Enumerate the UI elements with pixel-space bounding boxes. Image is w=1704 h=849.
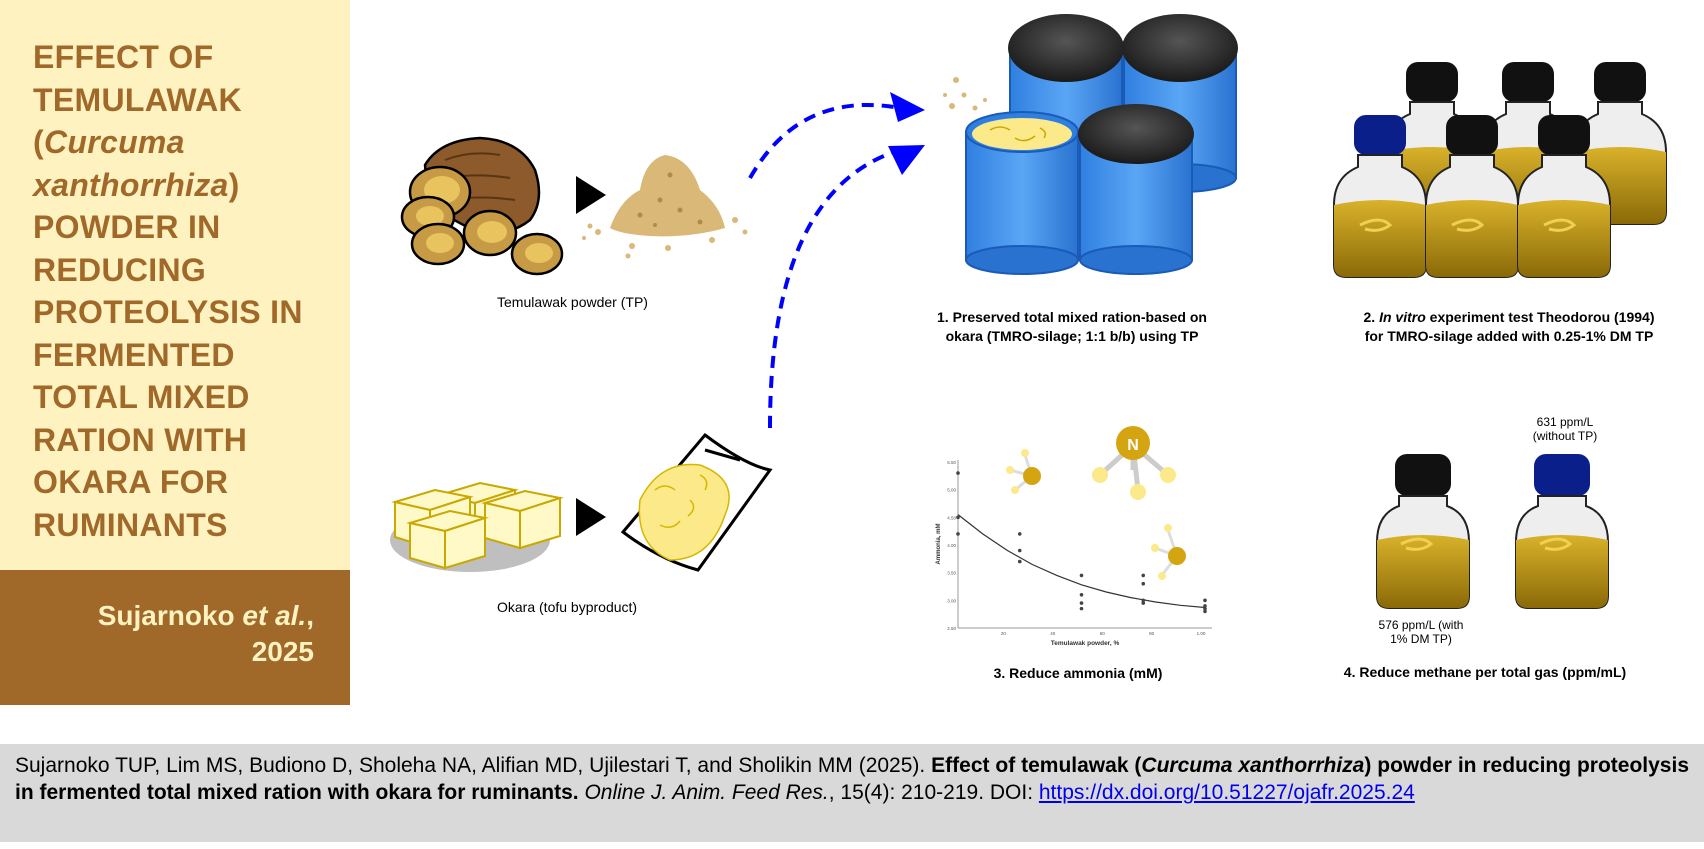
chart-point <box>1141 601 1146 605</box>
chart-trend-line <box>957 514 1206 609</box>
chart-y-tick-label: 3.50 <box>947 571 956 576</box>
flow-arrowhead-2 <box>888 145 925 175</box>
chart-x-tick-label: 40 <box>1050 631 1056 636</box>
in-vitro-bottles-icon <box>1333 62 1667 278</box>
chart-x-ticks: 20 40 60 80 1.00 <box>1001 631 1206 636</box>
chart-point <box>1079 573 1084 578</box>
chart-x-tick-label: 80 <box>1149 631 1155 636</box>
temulawak-rhizome-icon <box>400 136 564 276</box>
methane-with-tp-note: 1% DM TP) <box>1390 632 1452 646</box>
caption-step-2-italic: In vitro <box>1379 309 1426 325</box>
process-arrow-icon-2 <box>576 498 606 536</box>
title-species: Curcuma xanthorrhiza <box>33 124 229 203</box>
caption-step-2: 2. In vitro experiment test Theodorou (1… <box>1344 308 1674 346</box>
caption-step-3: 3. Reduce ammonia (mM) <box>993 665 1163 681</box>
caption-step-2-rest: experiment test Theodorou (1994) <box>1425 309 1655 325</box>
citation-title-b: ) powder in reducing proteolysis in ferm… <box>15 754 1689 804</box>
chart-point <box>1141 573 1146 578</box>
chart-point <box>956 532 960 536</box>
silage-silos-icon <box>943 14 1238 275</box>
methane-with-tp-value: 576 ppm/L (with <box>1378 618 1464 632</box>
caption-step-2-line-2: for TMRO-silage added with 0.25-1% DM TP <box>1364 328 1654 344</box>
title-text-1: EFFECT OF TEMULAWAK ( <box>33 39 242 160</box>
ammonia-molecule-icon: N <box>1092 426 1176 500</box>
caption-step-1-line-2: okara (TMRO-silage; 1:1 b/b) using TP <box>945 328 1199 344</box>
chart-point <box>1079 606 1084 611</box>
chart-points <box>956 471 1207 614</box>
chart-x-label: Temulawak powder, % <box>1051 640 1120 647</box>
chart-point <box>1017 532 1022 536</box>
citation-footer: Sujarnoko TUP, Lim MS, Budiono D, Sholeh… <box>0 744 1704 842</box>
chart-point <box>1203 606 1207 611</box>
methane-with-tp-label: 576 ppm/L (with 1% DM TP) <box>1356 618 1486 646</box>
author-box: Sujarnoko et al., 2025 <box>0 570 350 705</box>
chart-y-tick-label: 3.00 <box>947 598 956 603</box>
chart-y-tick-label: 4.00 <box>947 543 956 548</box>
chart-y-ticks: 5.50 5.00 4.50 4.00 3.50 3.00 2.50 <box>947 460 956 631</box>
author-credit: Sujarnoko et al., 2025 <box>98 598 314 670</box>
author-comma: , <box>306 600 314 631</box>
citation-journal: Online J. Anim. Feed Res. <box>584 781 829 804</box>
citation-title-italic: Curcuma xanthorrhiza <box>1141 754 1365 777</box>
citation-volume: , 15(4): 210-219. DOI: <box>828 781 1039 804</box>
methane-bottle-with-tp-icon <box>1376 454 1470 609</box>
methane-without-tp-value: 631 ppm/L <box>1536 415 1594 429</box>
caption-step-2-prefix: 2. <box>1363 309 1380 325</box>
doi-link[interactable]: https://dx.doi.org/10.51227/ojafr.2025.2… <box>1038 781 1415 804</box>
okara-label: Okara (tofu byproduct) <box>497 599 638 615</box>
chart-point <box>1079 593 1084 597</box>
citation-title-a: Effect of temulawak ( <box>931 754 1142 777</box>
methane-without-tp-note: (without TP) <box>1532 429 1598 443</box>
chart-y-label: Ammonia, mM <box>936 523 942 564</box>
okara-bag-icon <box>620 432 773 572</box>
chart-point <box>1203 598 1207 603</box>
title-text-2: ) POWDER IN REDUCING PROTEOLYSIS IN FERM… <box>33 166 303 543</box>
author-etal: et al. <box>242 600 307 631</box>
small-molecule-icon-2 <box>1151 524 1186 580</box>
powder-pile-icon <box>582 155 748 259</box>
title-panel: EFFECT OF TEMULAWAK (Curcuma xanthorrhiz… <box>0 0 350 705</box>
citation-authors: Sujarnoko TUP, Lim MS, Budiono D, Sholeh… <box>15 754 932 777</box>
caption-step-1: 1. Preserved total mixed ration-based on… <box>920 308 1224 346</box>
chart-x-tick-label: 60 <box>1100 631 1106 636</box>
chart-point <box>1203 609 1207 614</box>
title-box: EFFECT OF TEMULAWAK (Curcuma xanthorrhiz… <box>0 0 350 570</box>
chart-point <box>1079 601 1084 605</box>
methane-bottle-without-tp-icon <box>1515 454 1609 609</box>
nitrogen-label: N <box>1127 437 1139 454</box>
author-name: Sujarnoko <box>97 600 235 631</box>
caption-step-4: 4. Reduce methane per total gas (ppm/mL) <box>1343 664 1627 680</box>
chart-y-tick-label: 4.50 <box>947 515 956 520</box>
process-arrow-icon <box>576 176 606 214</box>
chart-x-tick-label: 20 <box>1001 631 1007 636</box>
chart-point <box>1141 581 1146 586</box>
flow-arrow-1 <box>748 103 901 179</box>
caption-step-1-line-1: 1. Preserved total mixed ration-based on <box>937 309 1207 325</box>
citation-text: Sujarnoko TUP, Lim MS, Budiono D, Sholeh… <box>15 752 1689 806</box>
chart-x-tick-label: 1.00 <box>1197 631 1206 636</box>
chart-point <box>1017 548 1022 553</box>
page-title: EFFECT OF TEMULAWAK (Curcuma xanthorrhiz… <box>33 36 333 546</box>
flow-arrowhead-1 <box>890 92 925 122</box>
chart-y-tick-label: 5.00 <box>947 488 956 493</box>
author-year: 2025 <box>251 636 314 667</box>
temulawak-label: Temulawak powder (TP) <box>497 294 648 310</box>
small-molecule-icon-1 <box>1006 449 1041 494</box>
chart-point <box>956 515 960 520</box>
chart-point <box>1017 559 1022 564</box>
chart-point <box>1203 604 1207 608</box>
graphical-abstract-illustration: N Ammonia, mM Temulawak powder, % 5.505.… <box>390 14 1667 647</box>
chart-point <box>956 471 960 475</box>
ammonia-chart: Ammonia, mM Temulawak powder, % 5.50 5.00… <box>936 460 1212 647</box>
methane-without-tp-label: 631 ppm/L (without TP) <box>1500 415 1630 443</box>
chart-y-tick-label: 2.50 <box>947 626 956 631</box>
chart-point <box>1141 598 1146 603</box>
chart-y-tick-label: 5.50 <box>947 460 956 465</box>
flow-arrow-2 <box>768 148 901 429</box>
tofu-blocks-icon <box>390 481 564 572</box>
